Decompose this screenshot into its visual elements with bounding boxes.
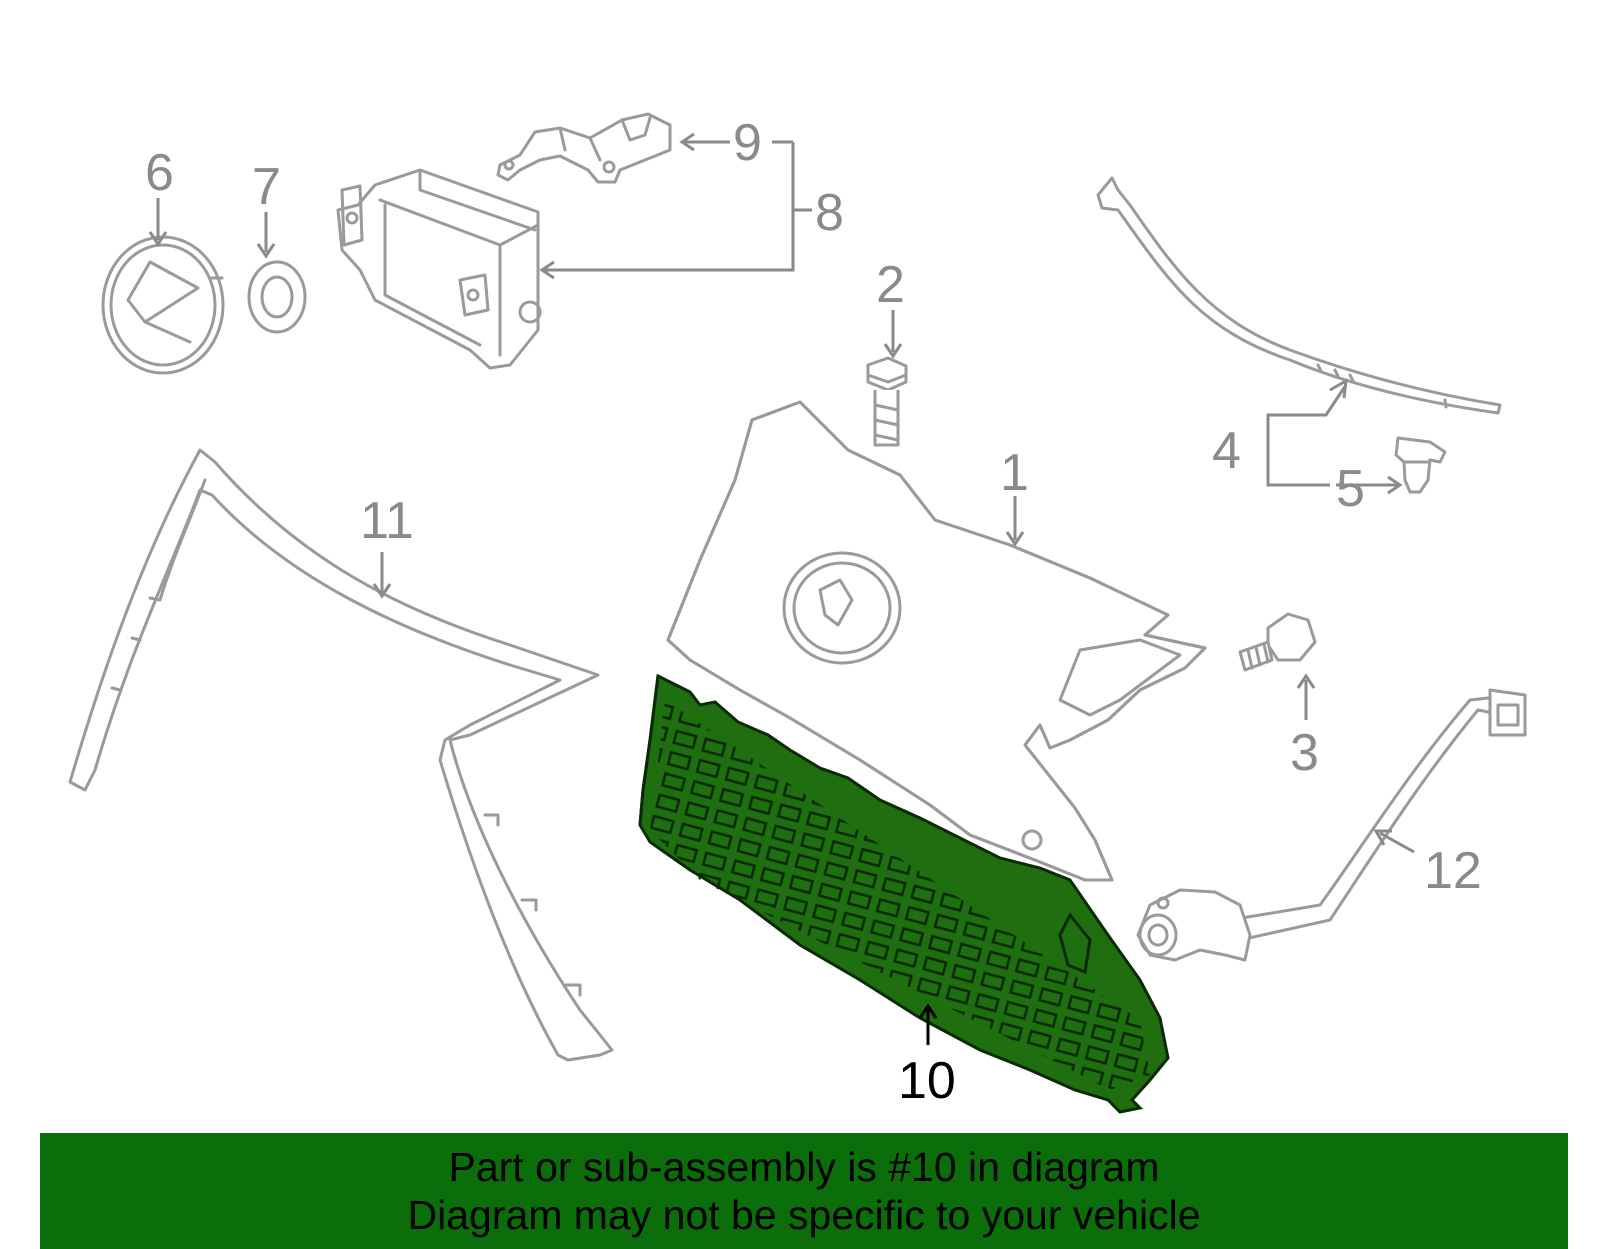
callout-10: 10: [898, 1052, 956, 1110]
banner-line-disclaimer: Diagram may not be specific to your vehi…: [407, 1192, 1201, 1238]
bolt-part: [866, 356, 908, 447]
camera-harness-part: [1136, 688, 1527, 962]
upper-grille-part: [666, 400, 1207, 882]
callout-6: 6: [145, 144, 174, 202]
banner-line-part-number: Part or sub-assembly is #10 in diagram: [448, 1144, 1160, 1190]
clip-part: [1394, 436, 1447, 494]
callout-labels: 6 7 9 8 2 1 4 5 11 3 12 10: [145, 114, 1482, 1110]
callout-11: 11: [360, 492, 414, 550]
callout-5: 5: [1336, 460, 1365, 518]
callout-1: 1: [1000, 444, 1029, 502]
side-molding-part: [68, 448, 614, 1062]
emblem-part: [101, 235, 225, 375]
callout-3: 3: [1290, 724, 1319, 782]
screw-part: [1238, 612, 1317, 672]
callout-12: 12: [1424, 842, 1482, 900]
callout-7: 7: [252, 158, 281, 216]
info-banner: Part or sub-assembly is #10 in diagram D…: [40, 1133, 1568, 1249]
bracket-part: [496, 112, 672, 184]
molding-strip-part: [1096, 176, 1502, 415]
gasket-ring-part: [247, 260, 307, 334]
callout-2: 2: [876, 256, 905, 314]
sensor-module-part: [336, 168, 542, 370]
callout-4: 4: [1212, 422, 1241, 480]
lower-grille-part: [638, 673, 1170, 1114]
leader-lines: [148, 132, 1415, 1045]
callout-8: 8: [815, 184, 844, 242]
callout-9: 9: [733, 114, 762, 172]
